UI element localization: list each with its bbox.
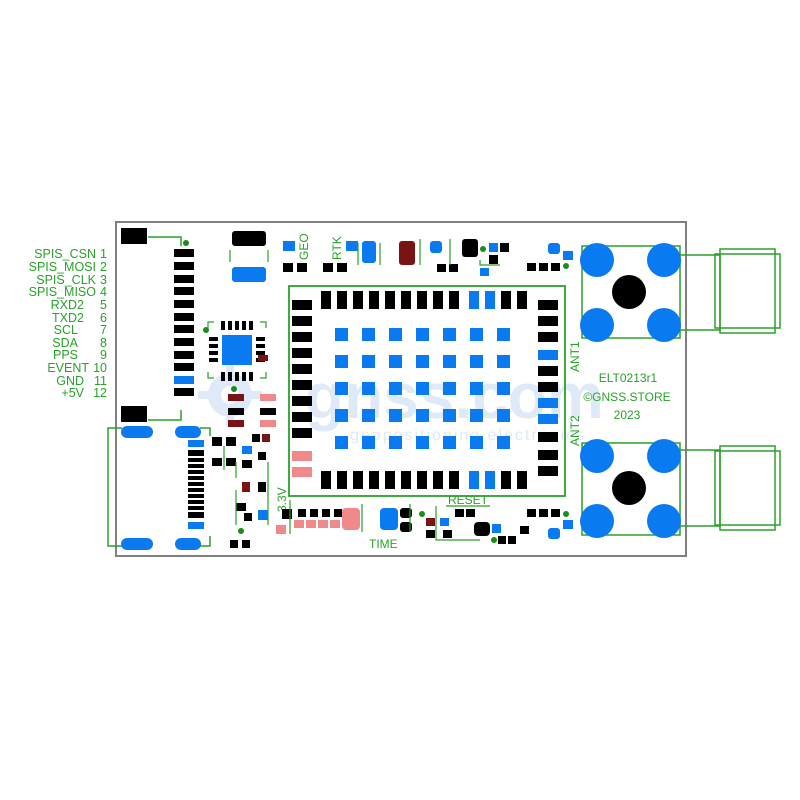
pin-5-num: 5 <box>100 298 107 312</box>
pin-12-num: 12 <box>93 386 107 400</box>
pin-10-name: EVENT <box>47 361 89 375</box>
bottom-row-passives: RESET TIME <box>276 493 516 551</box>
ant2-label: ANT2 <box>568 415 582 446</box>
pin-5-name: RXD2 <box>51 298 84 312</box>
pin-11-num: 11 <box>94 374 107 388</box>
pin-8-name: SDA <box>52 336 78 350</box>
pin-8-num: 8 <box>100 336 107 350</box>
pin-4-num: 4 <box>100 285 107 299</box>
board-info: ELT0213r1 ©GNSS.STORE 2023 <box>583 371 670 422</box>
pin-3-name: SPIS_CLK <box>36 273 96 287</box>
module-right-pads <box>538 300 558 476</box>
rtk-label: RTK <box>330 236 344 260</box>
time-label: TIME <box>369 537 398 551</box>
pin-2-num: 2 <box>100 260 107 274</box>
voltage-label: 3.3V <box>275 487 289 512</box>
geo-label: GEO <box>297 233 311 260</box>
pin-header <box>121 228 194 422</box>
pin-3-num: 3 <box>100 273 107 287</box>
ant1-connector: ANT1 <box>568 243 781 372</box>
pin-6-name: TXD2 <box>52 311 84 325</box>
pin-9-name: PPS <box>53 348 78 362</box>
passives-left: 3.3V <box>212 386 289 548</box>
board-outline <box>115 221 687 557</box>
pin-6-num: 6 <box>100 311 107 325</box>
pin-1-name: SPIS_CSN <box>34 247 96 261</box>
antenna-passives <box>520 243 573 539</box>
mcu-chip <box>203 321 268 381</box>
led-indicators: GEO RTK <box>283 233 509 276</box>
pin-10-num: 10 <box>93 361 107 375</box>
watermark-tagline: geopositioning electronics <box>350 427 586 444</box>
top-left-components <box>229 231 269 282</box>
module-center-pad-grid <box>335 328 510 449</box>
gnss-module <box>288 285 566 497</box>
pin-7-name: SCL <box>54 323 78 337</box>
year: 2023 <box>614 408 641 422</box>
pin-9-num: 9 <box>100 348 107 362</box>
ant1-label: ANT1 <box>568 341 582 372</box>
module-bottom-pads <box>321 471 527 489</box>
module-top-pads <box>321 291 527 309</box>
pin-11-name: GND <box>56 374 84 388</box>
module-left-pads <box>292 300 312 477</box>
pin-1-num: 1 <box>100 247 107 261</box>
pin-2-name: SPIS_MOSI <box>29 260 96 274</box>
pin-12-name: +5V <box>61 386 84 400</box>
board-id: ELT0213r1 <box>599 371 658 385</box>
usb-connector <box>107 426 211 550</box>
ant2-connector: ANT2 <box>568 415 781 538</box>
copyright: ©GNSS.STORE <box>583 390 670 404</box>
pin-4-name: SPIS_MISO <box>29 285 97 299</box>
pin-labels: SPIS_CSN 1 SPIS_MOSI 2 SPIS_CLK 3 SPIS_M… <box>29 247 107 400</box>
pin-7-num: 7 <box>100 323 107 337</box>
